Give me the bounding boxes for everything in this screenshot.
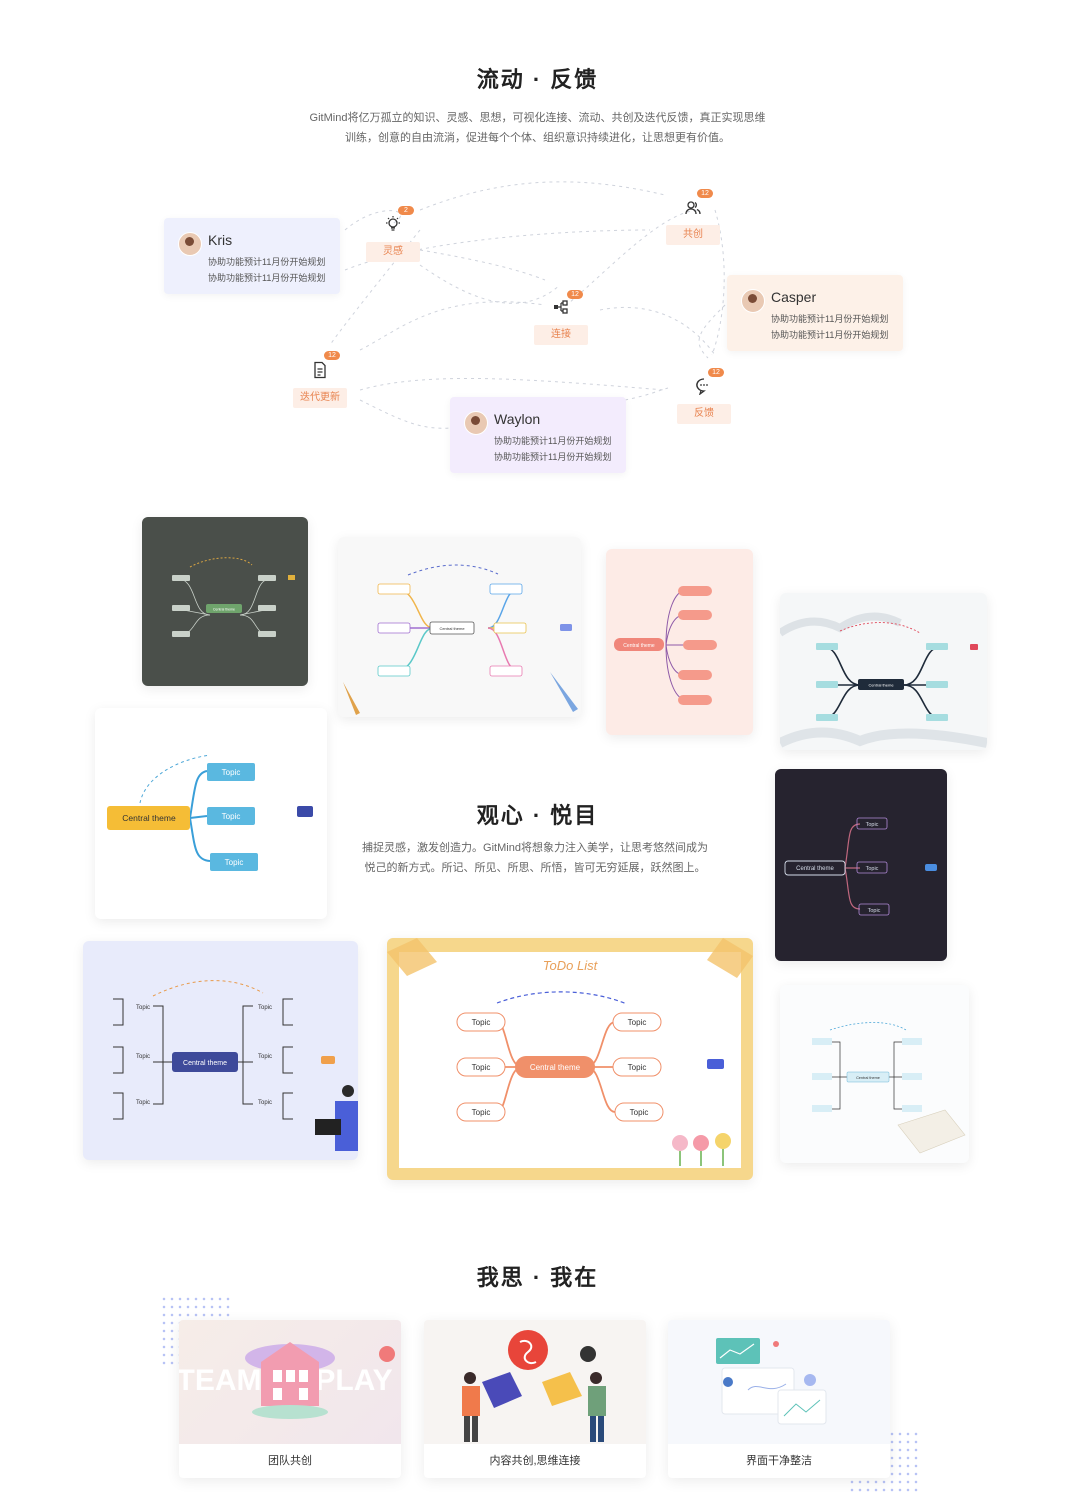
mindmap-dark-purple-drawing: Central theme Topic Topic Topic (784, 817, 937, 916)
pencil-central-text: Central theme (439, 626, 465, 631)
team-cocreate-caption: 团队共创 (268, 1455, 312, 1467)
casper-avatar (741, 289, 765, 313)
peach-central-text: Central theme (623, 643, 655, 649)
todo-title-text: ToDo List (543, 958, 599, 973)
flow-desc-line-1: GitMind将亿万孤立的知识、灵感、思想，可视化连接、流动、共创及迭代反馈，真… (309, 112, 766, 124)
lav-topic-1: Topic (136, 1005, 150, 1011)
node-inspiration[interactable]: 灵感 (366, 242, 420, 262)
connect-icon (552, 298, 570, 316)
dp-central-text: Central theme (796, 866, 834, 872)
mindmap-theme-peach[interactable]: Central theme (606, 549, 753, 735)
mindmap-theme-ink[interactable]: Central theme (780, 593, 987, 750)
dp-topic-2: Topic (866, 866, 879, 872)
node-badge-inspiration: 2 (398, 206, 414, 215)
mindmap-pencil-drawing: Central theme (343, 564, 578, 715)
dg-central-text: Central theme (213, 608, 235, 612)
content-cocreate-illustration (424, 1320, 646, 1444)
node-badge-cocreate: 12 (697, 189, 713, 198)
gallery-section-title: 观心 · 悦目 (476, 803, 599, 828)
users-icon (684, 199, 702, 217)
waylon-note-1: 协助功能预计11月份开始规划 (494, 436, 612, 446)
mindmap-theme-todo[interactable]: ToDo List Central theme Topic Topic Topi… (387, 938, 753, 1180)
mindmap-theme-sky[interactable]: Central theme Topic Topic Topic (95, 708, 327, 919)
waylon-note-2: 协助功能预计11月份开始规划 (494, 452, 612, 462)
lav-central-text: Central theme (183, 1060, 227, 1067)
team-cocreate-illustration: TEAM PLAY (179, 1320, 401, 1444)
kris-note-1: 协助功能预计11月份开始规划 (208, 257, 326, 267)
todo-topic-5: Topic (628, 1063, 647, 1072)
casper-name: Casper (771, 289, 817, 305)
mindmap-todo-drawing: ToDo List Central theme Topic Topic Topi… (387, 938, 753, 1168)
user-card-kris: Kris 协助功能预计11月份开始规划 协助功能预计11月份开始规划 (164, 218, 340, 294)
dp-topic-1: Topic (866, 822, 879, 828)
document-icon (311, 361, 329, 379)
waylon-avatar (464, 411, 488, 435)
lav-topic-6: Topic (258, 1100, 272, 1106)
kris-name: Kris (208, 232, 233, 248)
feature-card-content[interactable]: 内容共创,思维连接 (424, 1320, 646, 1478)
gallery-desc-line-1: 捕捉灵感，激发创造力。GitMind将想象力注入美学，让思考悠然间成为 (362, 842, 708, 854)
sky-topic-2: Topic (222, 812, 241, 821)
mindmap-theme-lavender[interactable]: Central theme Topic Topic Topic Topic To… (83, 941, 358, 1160)
todo-topic-1: Topic (472, 1018, 491, 1027)
mindmap-notebook-drawing: Central theme (812, 1022, 966, 1154)
lav-topic-5: Topic (258, 1054, 272, 1060)
user-card-waylon: Waylon 协助功能预计11月份开始规划 协助功能预计11月份开始规划 (450, 397, 626, 473)
sky-central-text: Central theme (122, 813, 176, 823)
content-cocreate-caption: 内容共创,思维连接 (489, 1455, 581, 1467)
mindmap-theme-dark-purple[interactable]: Central theme Topic Topic Topic (775, 769, 947, 961)
gallery-section-description: 捕捉灵感，激发创造力。GitMind将想象力注入美学，让思考悠然间成为 悦己的新… (350, 838, 720, 878)
lav-topic-3: Topic (136, 1100, 150, 1106)
lav-topic-2: Topic (136, 1054, 150, 1060)
flow-desc-line-2: 训练，创意的自由流淌，促进每个个体、组织意识持续进化，让思想更有价值。 (345, 132, 730, 144)
kris-note-2: 协助功能预计11月份开始规划 (208, 273, 326, 283)
ink-central-text: Central theme (868, 683, 894, 688)
sky-topic-1: Topic (222, 768, 241, 777)
feature-card-team[interactable]: TEAM PLAY 团队共创 (179, 1320, 401, 1478)
node-cocreate[interactable]: 共创 (666, 225, 720, 245)
clean-ui-caption: 界面干净整洁 (746, 1455, 812, 1467)
exist-section-title: 我思 · 我在 (476, 1265, 599, 1290)
team-word: TEAM (179, 1364, 262, 1397)
lightbulb-icon (384, 215, 402, 233)
chat-icon (695, 377, 713, 396)
casper-note-1: 协助功能预计11月份开始规划 (771, 314, 889, 324)
mindmap-theme-pencil[interactable]: Central theme (338, 537, 581, 717)
flow-section-description: GitMind将亿万孤立的知识、灵感、思想，可视化连接、流动、共创及迭代反馈，真… (270, 108, 805, 148)
mindmap-peach-drawing: Central theme (614, 586, 717, 705)
clean-ui-illustration (668, 1320, 890, 1444)
gallery-desc-line-2: 悦己的新方式。所记、所见、所思、所悟，皆可无穷延展，跃然图上。 (364, 862, 706, 874)
mindmap-sky-drawing: Central theme Topic Topic Topic (107, 754, 313, 871)
mindmap-dark-green-drawing: Central theme (172, 557, 295, 637)
waylon-name: Waylon (494, 411, 541, 427)
node-feedback[interactable]: 反馈 (677, 404, 731, 424)
node-badge-connect: 12 (567, 290, 583, 299)
todo-topic-4: Topic (628, 1018, 647, 1027)
mindmap-theme-dark-green[interactable]: Central theme (142, 517, 308, 686)
dp-topic-3: Topic (868, 908, 881, 914)
node-connect[interactable]: 连接 (534, 325, 588, 345)
todo-topic-2: Topic (472, 1063, 491, 1072)
kris-avatar (178, 232, 202, 256)
lav-topic-4: Topic (258, 1005, 272, 1011)
mindmap-ink-drawing: Central theme (780, 612, 987, 748)
node-badge-iterate: 12 (324, 351, 340, 360)
todo-topic-3: Topic (472, 1108, 491, 1117)
play-word: PLAY (315, 1364, 392, 1397)
flow-section-title: 流动 · 反馈 (476, 67, 599, 92)
user-card-casper: Casper 协助功能预计11月份开始规划 协助功能预计11月份开始规划 (727, 275, 903, 351)
sky-topic-3: Topic (225, 858, 244, 867)
mindmap-lavender-drawing: Central theme Topic Topic Topic Topic To… (113, 980, 358, 1151)
node-iterate[interactable]: 迭代更新 (293, 388, 347, 408)
casper-note-2: 协助功能预计11月份开始规划 (771, 330, 889, 340)
feature-card-clean-ui[interactable]: 界面干净整洁 (668, 1320, 890, 1478)
node-badge-feedback: 12 (708, 368, 724, 377)
mindmap-theme-notebook[interactable]: Central theme (780, 985, 969, 1163)
todo-central-text: Central theme (530, 1063, 581, 1072)
todo-topic-6: Topic (630, 1108, 649, 1117)
nb-central-text: Central theme (856, 1076, 880, 1080)
